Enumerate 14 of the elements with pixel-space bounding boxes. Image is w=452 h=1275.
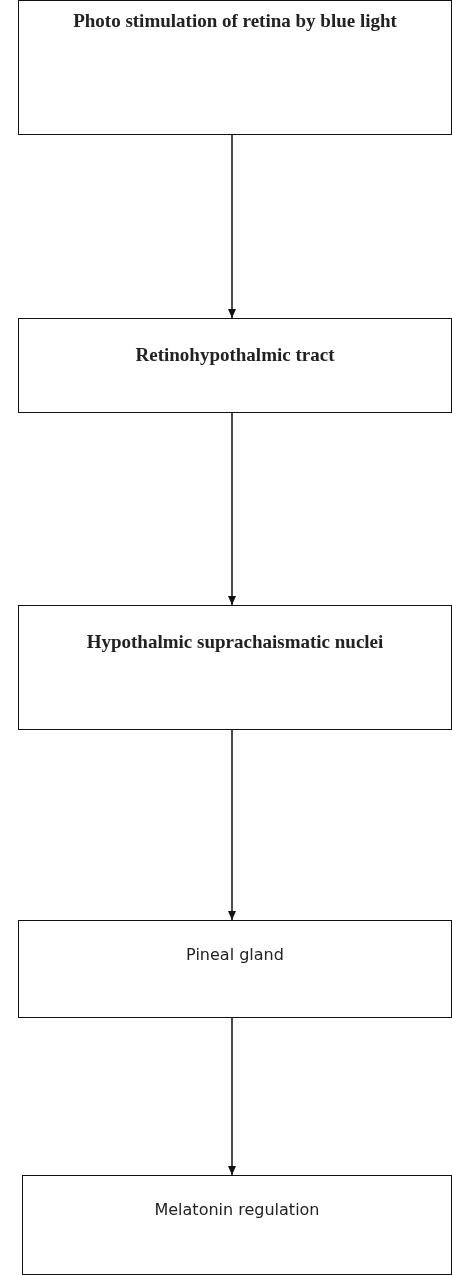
box-label: Hypothalmic suprachaismatic nuclei [86, 630, 384, 654]
arrow [228, 134, 236, 319]
arrow [228, 412, 236, 606]
process-box [18, 920, 452, 1018]
process-box [22, 1175, 452, 1275]
process-box [18, 0, 452, 135]
arrow [228, 729, 236, 921]
process-box [18, 318, 452, 413]
box-label: Melatonin regulation [154, 1199, 320, 1221]
box-label: Photo stimulation of retina by blue light [73, 9, 397, 33]
box-label: Pineal gland [186, 944, 284, 966]
box-label: Retinohypothalmic tract [135, 343, 335, 367]
process-box [18, 605, 452, 730]
arrow [228, 1017, 236, 1176]
